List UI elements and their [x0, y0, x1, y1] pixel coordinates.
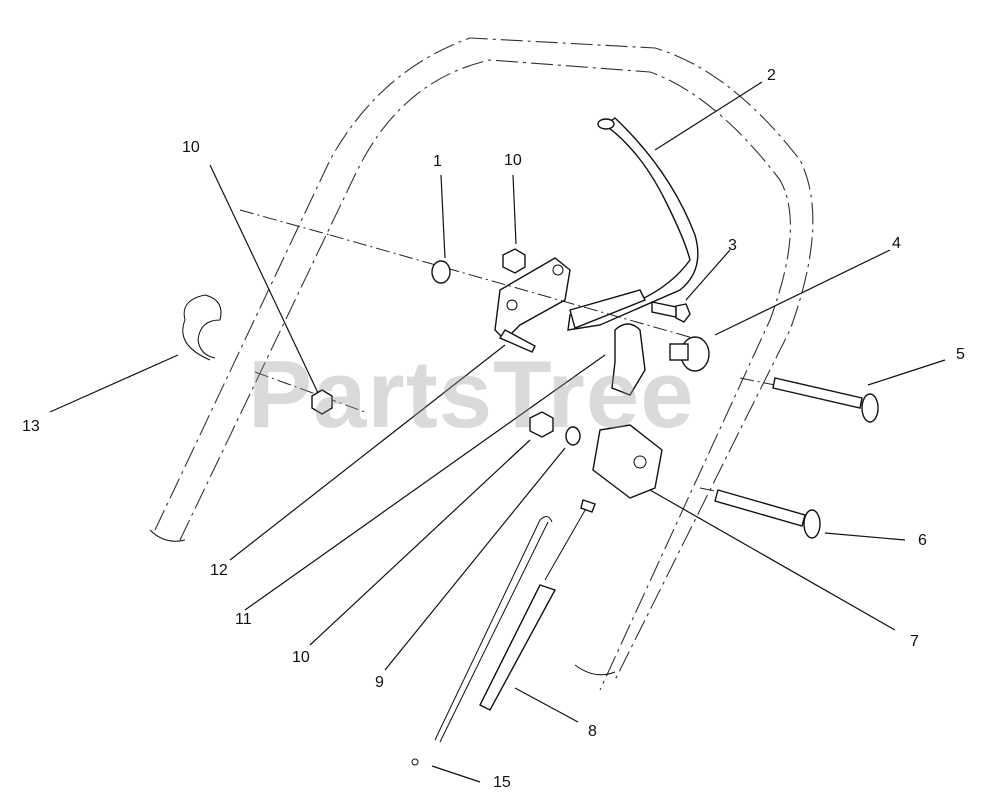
- callout-7: 7: [910, 633, 919, 650]
- washer-9: [565, 426, 581, 446]
- callout-1: 1: [433, 153, 442, 170]
- callout-8: 8: [588, 723, 597, 740]
- callout-10-left: 10: [182, 139, 200, 156]
- watermark: PartsTree: [248, 341, 695, 448]
- callout-15: 15: [493, 774, 511, 791]
- lever: [611, 323, 646, 396]
- short-bolt: [651, 301, 677, 318]
- knob: [669, 336, 710, 372]
- hook: [182, 294, 222, 361]
- callout-4: 4: [892, 235, 901, 252]
- block: [592, 424, 663, 499]
- washer-1: [431, 260, 451, 284]
- callout-10-bottom: 10: [292, 649, 310, 666]
- leader-lines: [49, 81, 946, 783]
- nut-10-top: [502, 248, 526, 274]
- callout-10-top: 10: [504, 152, 522, 169]
- long-bolt: [714, 489, 821, 539]
- callout-6: 6: [918, 532, 927, 549]
- callout-12: 12: [210, 562, 228, 579]
- callout-13: 13: [22, 418, 40, 435]
- control-cable: [434, 516, 553, 743]
- nut-10-mid: [529, 411, 554, 438]
- callout-9: 9: [375, 674, 384, 691]
- bracket: [494, 257, 571, 353]
- callout-5: 5: [956, 346, 965, 363]
- lever-plate: [569, 289, 646, 329]
- callout-2: 2: [767, 67, 776, 84]
- throttle-cable: [479, 499, 596, 711]
- callout-11: 11: [235, 611, 252, 628]
- callout-3: 3: [728, 237, 737, 254]
- upper-handle-frame: [149, 37, 814, 691]
- carriage-bolt: [772, 377, 879, 423]
- nut-10-left: [311, 389, 333, 415]
